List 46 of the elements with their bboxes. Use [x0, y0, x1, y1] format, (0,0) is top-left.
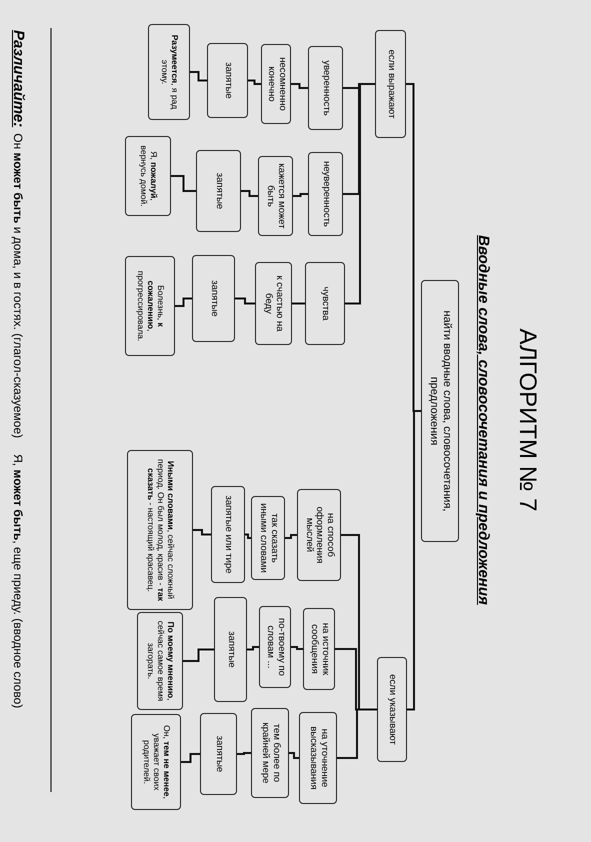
category-box: если выражают: [375, 30, 406, 138]
category-box: чувства: [305, 262, 345, 345]
connector-line: [291, 83, 308, 89]
connector-line: [181, 753, 200, 763]
connector-line: [245, 534, 251, 539]
category-box: так сказать иными словами: [251, 496, 285, 580]
connector-line: [235, 298, 255, 304]
category-box: запятые: [207, 43, 248, 118]
subtitle: Вводные слова, словосочетания и предложения: [476, 234, 491, 607]
connector-line: [175, 298, 192, 307]
category-box: на способ оформления мыслей: [297, 489, 341, 581]
connector-line: [193, 529, 211, 536]
connector-line: [293, 193, 308, 197]
category-box: запятые: [192, 255, 235, 342]
connector-line: [345, 83, 375, 304]
connector-line: [241, 190, 258, 197]
connector-line: [289, 752, 299, 759]
diagram-title: АЛГОРИТМ № 7: [515, 328, 539, 514]
start-box: найти вводные слова, словосочетания, предложения: [421, 280, 459, 542]
connector-line: [247, 646, 259, 650]
category-box: запятые: [196, 150, 241, 232]
example-box: Разумеется, я рад этому.: [148, 24, 190, 120]
connector-line: [237, 752, 251, 755]
category-box: запятые: [214, 597, 247, 702]
category-box: на уточнение высказывания: [299, 712, 337, 804]
category-box: тем более по крайней мере: [251, 708, 289, 798]
connector-line: [171, 175, 196, 192]
category-box: уверенность: [308, 46, 343, 130]
category-box: если указывают: [377, 657, 407, 762]
category-box: запятые: [200, 713, 237, 795]
connector-line: [292, 302, 305, 304]
connector-line: [190, 71, 207, 82]
note-text: Я, может быть, еще приеду. (вводное слово): [10, 454, 26, 708]
connector-line: [248, 80, 261, 85]
connector-line: [285, 534, 297, 539]
category-box: по-твоему по словам ...: [259, 606, 291, 688]
connector-line: [183, 648, 214, 662]
category-box: запятые или тире: [211, 486, 245, 583]
note-text: Он может быть и дома, и в гостях. (глагол-сказуемое): [10, 133, 26, 438]
connector-line: [291, 646, 303, 650]
connector-line: [407, 410, 421, 710]
note-heading: Различайте:: [9, 30, 28, 128]
category-box: неуверенность: [308, 152, 343, 236]
category-box: несомненно конечно: [261, 44, 291, 124]
category-box: к счастью на беду: [255, 262, 292, 345]
category-box: кажется может быть: [258, 156, 293, 236]
